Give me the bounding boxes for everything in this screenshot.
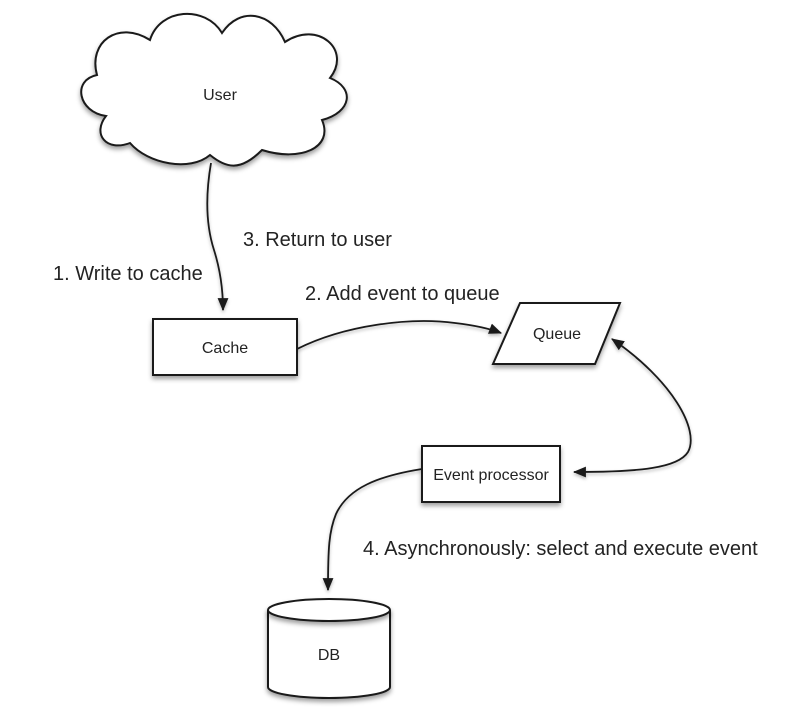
label-return-to-user: 3. Return to user: [243, 229, 392, 251]
arrow-cache-to-queue: [296, 320, 503, 350]
cache-label: Cache: [202, 340, 248, 357]
user-label: User: [203, 87, 237, 104]
db-cylinder: [267, 598, 391, 699]
queue-parallelogram: [491, 302, 622, 365]
label-write-to-cache: 1. Write to cache: [53, 263, 203, 285]
event-processor-box: [421, 445, 561, 503]
arrow-queue-event-processor: [572, 338, 692, 478]
label-add-event-to-queue: 2. Add event to queue: [305, 283, 500, 305]
db-label: DB: [318, 647, 340, 664]
arrow-user-to-cache: [206, 162, 229, 312]
queue-label: Queue: [533, 326, 581, 343]
label-async-execute: 4. Asynchronously: select and execute ev…: [363, 538, 758, 560]
arrow-event-processor-to-db: [322, 468, 423, 592]
cache-box: [152, 318, 298, 376]
user-cloud-shape: [80, 12, 348, 167]
event-processor-label: Event processor: [433, 467, 549, 484]
